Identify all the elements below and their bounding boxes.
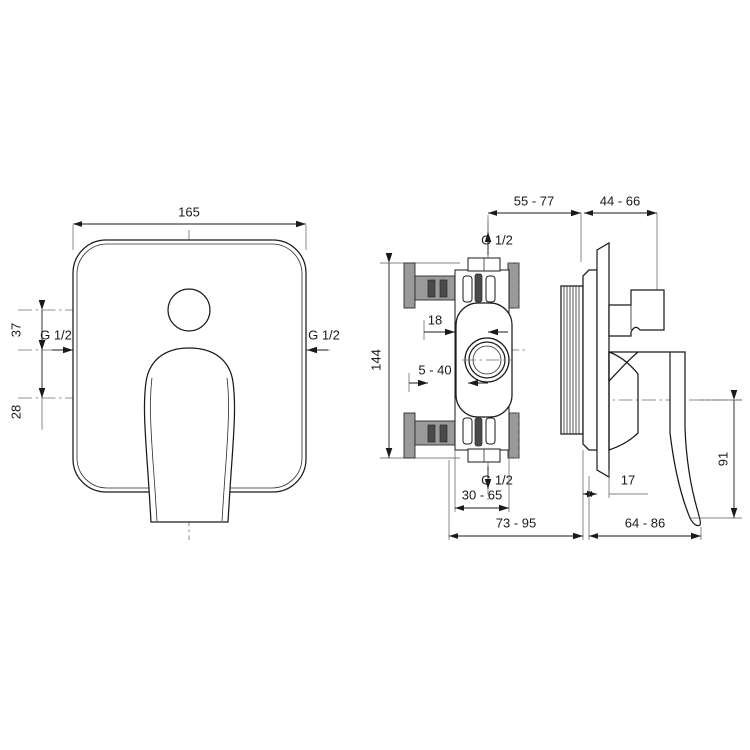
- diverter-circle: [167, 288, 211, 332]
- dimension-37-28-group: 37 28: [8, 300, 46, 430]
- flange-hatch-tl-1: [427, 279, 436, 298]
- lever-handle-inner-right: [221, 377, 229, 522]
- flange-hatch-bl-2: [439, 424, 448, 443]
- dimension-label-44-66: 44 - 66: [600, 193, 640, 208]
- valve-bar-bottom-3: [485, 417, 496, 445]
- faceplate-front-plate: [596, 241, 610, 479]
- faceplate-back-plate: [582, 269, 598, 451]
- dimension-label-91: 91: [715, 452, 730, 466]
- thread-label-bottom: G 1/2: [481, 472, 513, 487]
- flange-plate-top-right: [507, 262, 520, 309]
- dimension-91-group: 91: [690, 390, 742, 519]
- dimension-label-17: 17: [621, 472, 635, 487]
- thread-label-right: G 1/2: [308, 327, 340, 342]
- thread-label-top: G 1/2: [481, 232, 513, 247]
- valve-bar-top-3: [485, 275, 496, 303]
- dimension-30-65-group: 30 - 65: [454, 450, 510, 512]
- flange-dashed-bottom-right: [508, 412, 520, 459]
- valve-bar-bottom-2: [474, 417, 483, 447]
- dimension-label-165: 165: [178, 204, 200, 219]
- thread-marker-bottom: G 1/2: [481, 466, 513, 489]
- front-elevation-view: 165 37 28 G 1/2: [8, 204, 340, 540]
- dimension-label-37: 37: [8, 323, 23, 337]
- connector-flange-bottom-left: [403, 412, 460, 459]
- lever-handle-base: [608, 351, 639, 451]
- thread-label-left: G 1/2: [40, 327, 72, 342]
- valve-bar-top-2: [474, 273, 483, 303]
- lever-handle-front: [143, 347, 236, 523]
- thread-marker-top: G 1/2: [481, 232, 513, 255]
- flange-plate-bottom-left: [403, 412, 416, 459]
- dimension-165-group: 165: [72, 204, 307, 250]
- dimension-label-64-86: 64 - 86: [625, 515, 665, 530]
- flange-dashed-top-right: [508, 262, 520, 309]
- dimension-17-group: 17: [583, 470, 648, 498]
- dimension-44-66-group: 44 - 66: [584, 193, 658, 300]
- dimension-55-77-group: 55 - 77: [487, 193, 582, 262]
- dimension-18-group: 18: [423, 312, 508, 340]
- flange-plate-bottom-right: [507, 412, 520, 459]
- flange-hatch-bl-1: [427, 424, 436, 443]
- dimension-label-30-65: 30 - 65: [462, 487, 502, 502]
- flange-plate-top-left: [403, 262, 416, 309]
- lever-handle-inner-left: [150, 377, 158, 522]
- lever-handle-profile: [608, 351, 702, 527]
- dimension-label-5-40: 5 - 40: [418, 362, 451, 377]
- flange-hatch-tl-2: [439, 279, 448, 298]
- dimension-label-144: 144: [368, 349, 383, 371]
- lever-handle-side: [608, 351, 702, 527]
- thread-marker-left: G 1/2: [40, 327, 73, 354]
- dimension-5-40-group: 5 - 40: [408, 362, 488, 392]
- lever-handle-outline: [143, 347, 236, 523]
- dimension-label-28: 28: [8, 405, 23, 419]
- valve-housing: [454, 257, 513, 463]
- dimension-73-95-group: 73 - 95: [448, 450, 584, 540]
- diverter-knob-side: [608, 289, 665, 337]
- dimension-144-group: 144: [368, 253, 460, 459]
- valve-bar-bottom-1: [462, 417, 473, 445]
- dimension-label-55-77: 55 - 77: [514, 193, 554, 208]
- faceplate-section: [582, 241, 610, 479]
- flange-body-bottom-left: [414, 420, 460, 446]
- flange-body-top-left: [414, 275, 460, 301]
- diverter-knob-front: [167, 288, 211, 332]
- threaded-sleeve: [560, 285, 584, 435]
- side-section-view: 55 - 77 44 - 66 G 1/2 G 1/2 144: [368, 193, 742, 540]
- connector-flange-top-left: [403, 262, 460, 309]
- dimension-label-73-95: 73 - 95: [496, 515, 536, 530]
- valve-bar-top-1: [462, 275, 473, 303]
- diverter-knob-profile: [608, 289, 665, 337]
- thread-marker-right: G 1/2: [307, 327, 340, 354]
- dimension-64-86-group: 64 - 86: [588, 476, 702, 540]
- dimension-label-18: 18: [428, 312, 442, 327]
